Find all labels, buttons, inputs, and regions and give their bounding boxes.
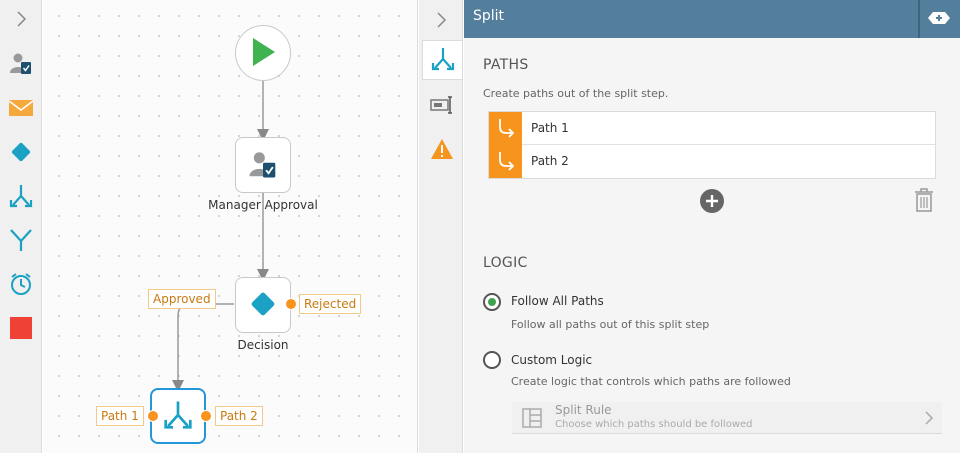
collapse-chevron-icon[interactable] — [423, 0, 459, 40]
connector-decision-to-split — [172, 303, 234, 392]
path-row-2[interactable]: Path 2 — [489, 145, 935, 178]
follow-all-paths-radio[interactable] — [483, 293, 501, 311]
tab-warnings[interactable] — [422, 130, 462, 170]
path-arrow-icon — [489, 145, 522, 178]
path-arrow-icon — [489, 112, 522, 145]
split-rule-selector[interactable]: Split Rule Choose which paths should be … — [512, 402, 942, 434]
add-path-button[interactable] — [700, 189, 724, 213]
properties-panel: Split PATHS Create paths out of the spli… — [464, 0, 960, 453]
logic-section-title: LOGIC — [483, 255, 528, 271]
paths-section-description: Create paths out of the split step. — [483, 87, 669, 100]
split-icon — [430, 46, 456, 75]
path-label: Path 2 — [531, 154, 569, 168]
custom-logic-label[interactable]: Custom Logic — [511, 353, 593, 367]
connector-lines — [172, 81, 269, 392]
rejected-port[interactable] — [285, 298, 297, 310]
approval-task-icon[interactable] — [6, 48, 36, 78]
approval-task-icon — [247, 148, 279, 183]
decision-icon[interactable] — [6, 137, 36, 167]
approved-port-label: Approved — [148, 289, 216, 309]
rejected-port-label: Rejected — [299, 294, 362, 314]
email-icon[interactable] — [6, 93, 36, 123]
custom-logic-description: Create logic that controls which paths a… — [511, 375, 791, 388]
workflow-canvas[interactable]: Manager Approval Decision Approved Rejec… — [43, 0, 418, 453]
path-list: Path 1 Path 2 — [488, 111, 936, 179]
tab-form-fields[interactable] — [422, 86, 462, 126]
panel-header: Split — [464, 0, 960, 38]
path-row-1[interactable]: Path 1 — [489, 112, 935, 145]
follow-all-paths-label[interactable]: Follow All Paths — [511, 294, 604, 308]
header-divider — [918, 0, 920, 38]
plus-circle-icon — [700, 189, 724, 216]
split-node[interactable] — [150, 388, 206, 444]
split-rule-description: Choose which paths should be followed — [555, 419, 753, 430]
rule-table-icon — [522, 408, 542, 428]
decision-label: Decision — [237, 338, 289, 352]
merge-icon[interactable] — [6, 225, 36, 255]
toolbox — [0, 0, 42, 453]
path2-port-label: Path 2 — [215, 406, 263, 426]
panel-title: Split — [473, 8, 505, 24]
path2-port[interactable] — [200, 410, 212, 422]
warning-icon — [430, 138, 454, 163]
path1-port-label: Path 1 — [96, 406, 144, 426]
trash-icon — [914, 188, 934, 215]
tab-split-properties[interactable] — [422, 40, 462, 80]
follow-all-paths-description: Follow all paths out of this split step — [511, 318, 710, 331]
custom-logic-radio[interactable] — [483, 351, 501, 369]
paths-section-title: PATHS — [483, 57, 529, 73]
timer-icon[interactable] — [6, 269, 36, 299]
path-label: Path 1 — [531, 121, 569, 135]
chevron-right-icon — [924, 410, 934, 426]
manager-approval-label: Manager Approval — [208, 198, 318, 212]
stop-icon[interactable] — [6, 313, 36, 343]
split-icon — [162, 399, 194, 434]
form-field-icon — [430, 95, 454, 118]
split-icon[interactable] — [6, 181, 36, 211]
properties-tab-strip — [419, 0, 463, 453]
play-icon — [250, 37, 276, 70]
decision-node[interactable] — [235, 277, 291, 333]
split-rule-title: Split Rule — [555, 403, 612, 417]
manager-approval-node[interactable] — [235, 137, 291, 193]
delete-path-button[interactable] — [914, 188, 934, 212]
chevron-right-icon[interactable] — [6, 4, 36, 34]
path1-port[interactable] — [147, 410, 159, 422]
add-shortcut-icon — [927, 11, 951, 28]
decision-icon — [248, 289, 278, 322]
add-shortcut-button[interactable] — [926, 8, 952, 30]
start-node[interactable] — [235, 25, 291, 81]
